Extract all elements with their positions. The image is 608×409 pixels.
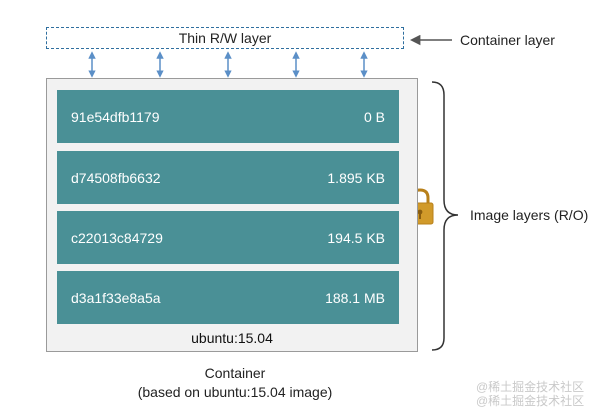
image-layer-row: d74508fb6632 1.895 KB <box>57 151 399 204</box>
layer-id: c22013c84729 <box>71 229 163 246</box>
layer-size: 194.5 KB <box>327 229 385 246</box>
image-layers-label: Image layers (R/O) <box>470 207 589 223</box>
watermark-line-2: @稀土掘金技术社区 <box>476 394 585 408</box>
container-layer-label: Container layer <box>460 32 555 48</box>
layer-size: 188.1 MB <box>325 289 385 306</box>
caption-subtitle: (based on ubuntu:15.04 image) <box>137 384 333 400</box>
watermark-line-1: @稀土掘金技术社区 <box>476 380 585 394</box>
layer-id: 91e54dfb1179 <box>71 108 160 125</box>
caption-title: Container <box>204 365 266 381</box>
image-layer-row: 91e54dfb1179 0 B <box>57 90 399 143</box>
layer-id: d3a1f33e8a5a <box>71 289 161 306</box>
base-image-label: ubuntu:15.04 <box>191 330 273 346</box>
image-layer-row: c22013c84729 194.5 KB <box>57 211 399 264</box>
rw-connector-arrows <box>88 51 368 78</box>
layer-size: 0 B <box>363 108 385 125</box>
image-layers-brace <box>431 81 459 351</box>
rw-layer-box: Thin R/W layer <box>46 27 404 49</box>
rw-layer-label: Thin R/W layer <box>178 30 272 46</box>
layer-size: 1.895 KB <box>327 169 385 186</box>
layer-id: d74508fb6632 <box>71 169 161 186</box>
image-layer-row: d3a1f33e8a5a 188.1 MB <box>57 271 399 324</box>
